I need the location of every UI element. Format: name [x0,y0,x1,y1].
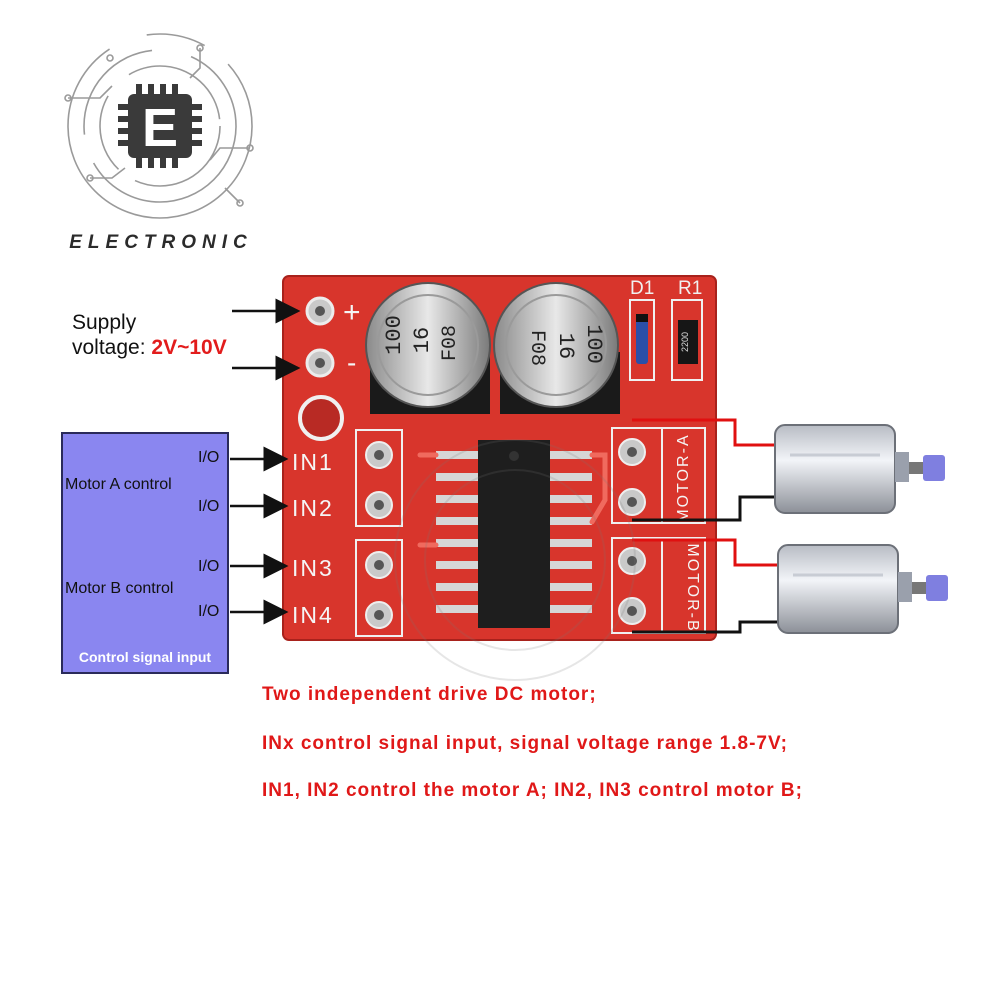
cap1-voltage: 16 [410,327,435,353]
supply-range: 2V~10V [151,336,227,359]
d1-label: D1 [630,278,654,299]
supply-voltage-label: Supply voltage: 2V~10V [72,310,227,360]
supply-label-line1: Supply [72,311,137,334]
motor-a [774,424,945,514]
io-label-4: I/O [198,603,220,620]
note-line-3: IN1, IN2 control the motor A; IN2, IN3 c… [262,780,803,801]
control-signal-box: I/O Motor A control I/O I/O Motor B cont… [61,432,229,674]
cap2-code: F08 [525,330,548,366]
input-pads [355,429,403,637]
cap2-value: 100 [581,324,606,364]
motor-a-label: MOTOR-A [675,433,692,522]
capacitor-1: 100 16 F08 [365,282,491,414]
watermark-logo [394,439,636,681]
supply-label-line2: voltage: [72,336,146,359]
io-label-2: I/O [198,498,220,515]
r1-label: R1 [678,278,702,299]
resistor-r1: 2200 [671,299,703,381]
capacitor-2: F08 16 100 [493,282,620,414]
minus-label: - [347,347,356,378]
note-line-2: INx control signal input, signal voltage… [262,733,788,754]
cap1-code: F08 [439,325,462,361]
motor-b-control-label: Motor B control [65,580,174,597]
supply-pads: + - [305,296,361,378]
io-label-1: I/O [198,449,220,466]
motor-b-label: MOTOR-B [684,543,701,632]
electronic-logo: E [64,33,254,219]
supply-label-line2-row: voltage: 2V~10V [72,335,227,360]
driver-ic [436,440,592,628]
logo-wordmark: ELECTRONIC [69,232,253,253]
resistor-code: 2200 [680,332,690,352]
note-line-1: Two independent drive DC motor; [262,684,597,705]
pin-in2: IN2 [292,495,334,521]
pcb-traces [417,452,608,548]
motor-pads [611,427,706,634]
io-label-3: I/O [198,558,220,575]
cap1-value: 100 [382,315,407,355]
logo-letter: E [142,98,178,158]
diode-d1 [629,299,655,381]
cap2-voltage: 16 [553,333,578,359]
mounting-hole [298,395,344,441]
motor-a-control-label: Motor A control [65,476,172,493]
pin-in4: IN4 [292,602,334,628]
motor-b [777,544,948,634]
control-signal-input-label: Control signal input [78,649,212,665]
pin-in1: IN1 [292,449,334,475]
plus-label: + [343,296,361,329]
motor-wires [632,418,782,634]
pin-in3: IN3 [292,555,334,581]
